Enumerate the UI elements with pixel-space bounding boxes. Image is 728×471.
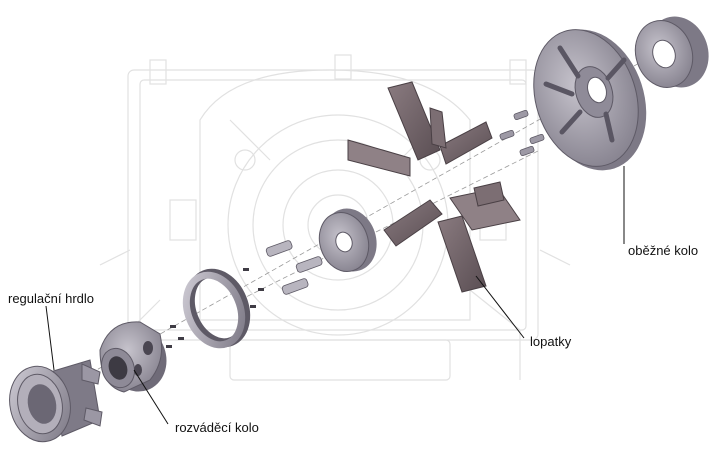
leader-guide-wheel xyxy=(133,369,169,425)
seal-ring xyxy=(182,268,251,349)
label-impeller: oběžné kolo xyxy=(628,243,699,258)
center-hub xyxy=(318,208,377,272)
leader-lines xyxy=(45,166,625,425)
impeller xyxy=(533,29,647,171)
impeller-hub xyxy=(634,16,709,88)
label-regulation-throat: regulační hrdlo xyxy=(8,291,94,306)
blades xyxy=(347,81,521,293)
impeller-screws xyxy=(499,109,545,157)
guide-wheel xyxy=(99,321,167,393)
label-guide-wheel: rozváděcí kolo xyxy=(175,420,259,435)
leader-regulation-throat xyxy=(45,305,55,371)
pins xyxy=(166,268,264,348)
label-blades: lopatky xyxy=(530,334,572,349)
leader-blades xyxy=(475,275,525,339)
bolts xyxy=(265,240,323,295)
regulation-throat xyxy=(9,359,103,443)
